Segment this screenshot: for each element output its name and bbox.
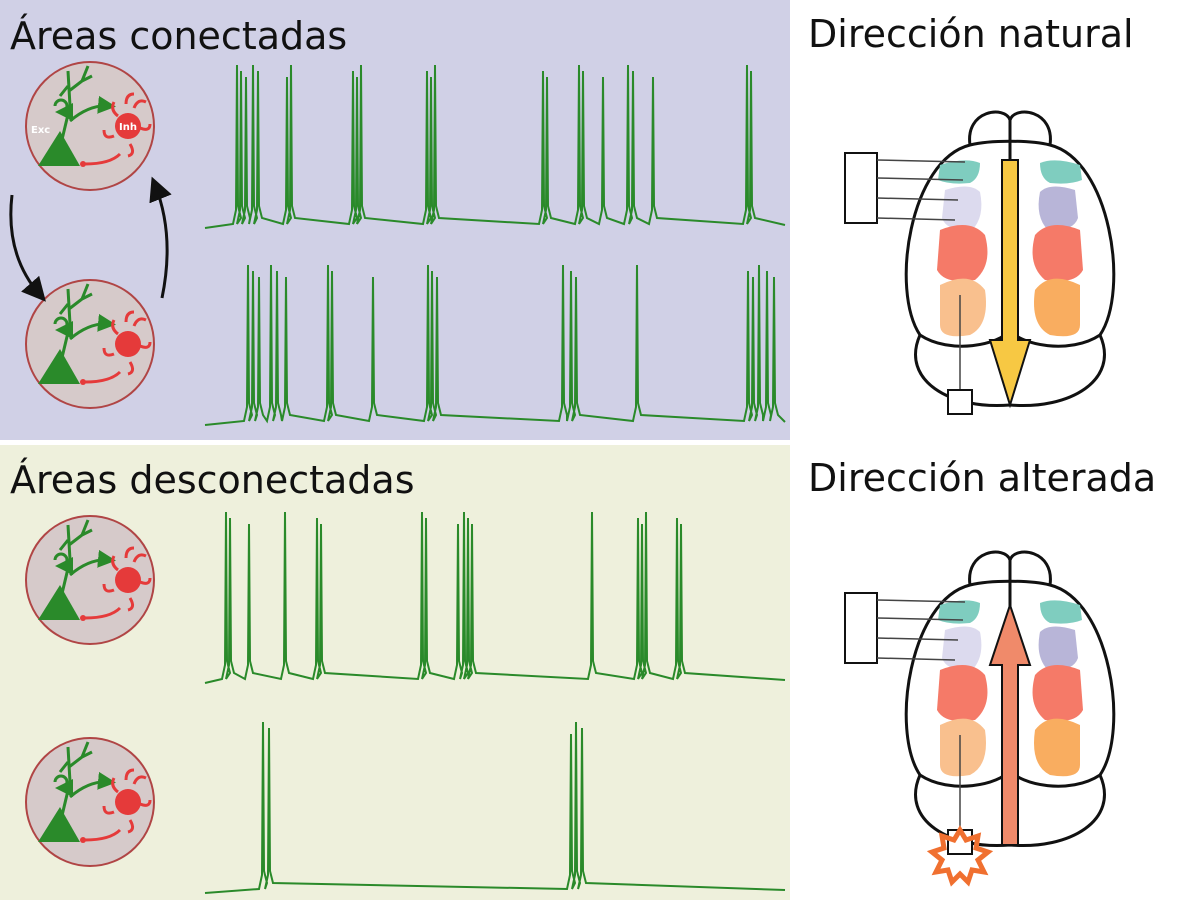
connected-areas-title: Áreas conectadas	[10, 14, 348, 58]
neuron-circuit-connected-2	[26, 280, 154, 408]
altered-direction-arrow-icon	[988, 601, 1032, 846]
exc-label: Exc	[31, 125, 50, 136]
neuron-circuit-disconnected-1	[26, 516, 154, 644]
inh-label: Inh	[119, 122, 137, 133]
disconnected-areas-title: Áreas desconectadas	[10, 458, 415, 502]
voltage-trace-4	[204, 721, 786, 894]
natural-direction-arrow-icon	[988, 159, 1032, 409]
coupling-arrow-up-icon	[149, 176, 172, 299]
brain-natural	[843, 110, 1116, 416]
altered-direction-title: Dirección alterada	[808, 456, 1157, 500]
stimulation-burst-icon	[926, 825, 994, 887]
voltage-trace-3	[204, 511, 786, 684]
voltage-trace-2	[204, 264, 786, 426]
voltage-traces	[204, 64, 786, 894]
coupling-arrow-down-icon	[9, 194, 46, 302]
brain-altered	[843, 550, 1116, 887]
natural-direction-title: Dirección natural	[808, 12, 1134, 56]
neuron-circuit-disconnected-2	[26, 738, 154, 866]
voltage-trace-1	[204, 64, 786, 229]
